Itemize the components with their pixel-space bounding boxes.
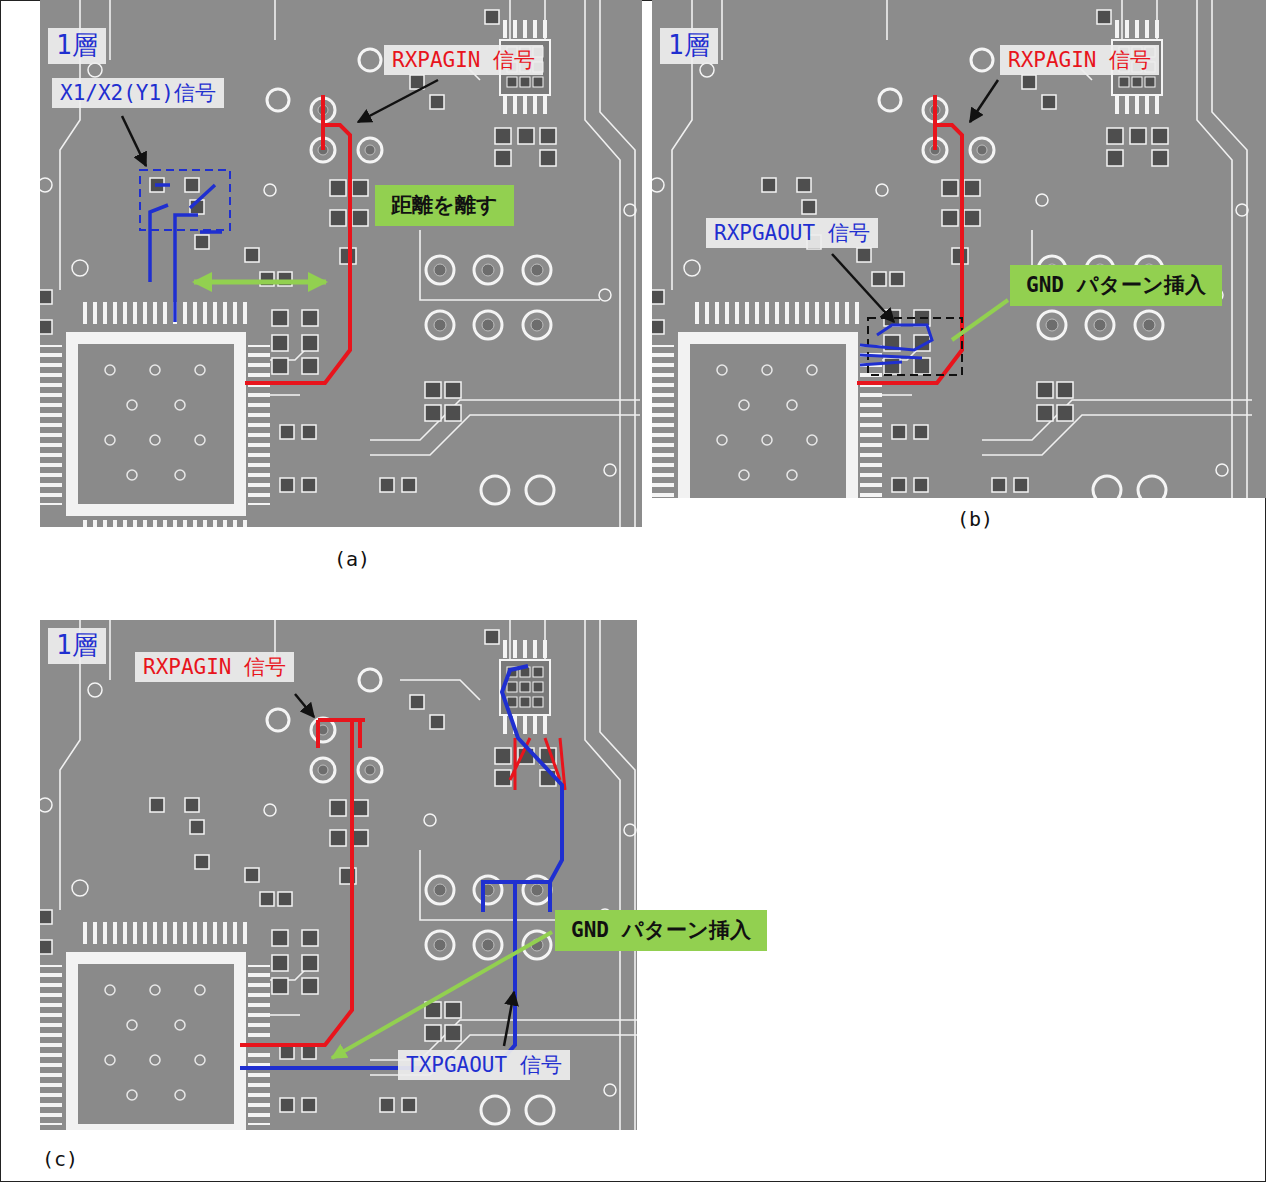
signal-name: RXPAGIN 信号 bbox=[1000, 45, 1159, 75]
callout-box: 距離を離す bbox=[375, 185, 514, 226]
leader-arrow bbox=[504, 992, 514, 1046]
leader-line bbox=[332, 932, 552, 1058]
layer-label: 1層 bbox=[48, 628, 106, 664]
pcb-board bbox=[40, 0, 642, 527]
callout-text: GND パターン挿入 bbox=[571, 918, 751, 942]
leader-arrow bbox=[122, 116, 146, 166]
signal-name: RXPAGIN 信号 bbox=[135, 652, 294, 682]
panel-b bbox=[650, 0, 1266, 542]
callout-text: 距離を離す bbox=[391, 193, 498, 217]
rxpgaout-trace bbox=[860, 325, 932, 365]
callout-box: GND パターン挿入 bbox=[1010, 265, 1222, 306]
callout-text: GND パターン挿入 bbox=[1026, 273, 1206, 297]
figure-caption: (c) bbox=[42, 1148, 78, 1171]
layer-label: 1層 bbox=[48, 28, 106, 64]
layer-label: 1層 bbox=[660, 28, 718, 64]
distance-arrow bbox=[194, 280, 326, 285]
leader-line bbox=[952, 300, 1008, 340]
callout-box: GND パターン挿入 bbox=[555, 910, 767, 951]
leader-arrow bbox=[970, 80, 998, 122]
pcb-board bbox=[40, 620, 637, 1130]
signal-name: RXPGAOUT 信号 bbox=[706, 218, 878, 248]
figure-caption: (a) bbox=[334, 548, 370, 571]
x1x2-trace bbox=[150, 185, 222, 322]
pcb-board bbox=[652, 0, 1266, 498]
pcb-shape bbox=[40, 0, 642, 527]
rxpagin-trace bbox=[240, 720, 365, 1045]
figure-caption: (b) bbox=[957, 508, 993, 531]
rxpagin-trace bbox=[245, 95, 350, 383]
signal-name: TXPGAOUT 信号 bbox=[398, 1050, 570, 1080]
signal-name: X1/X2(Y1)信号 bbox=[52, 78, 224, 108]
pcb-shape bbox=[40, 620, 637, 1130]
dashed-frame bbox=[140, 170, 230, 230]
leader-arrow bbox=[358, 80, 438, 122]
panel-a bbox=[38, 0, 680, 542]
pcb-shape bbox=[652, 0, 1266, 498]
txpgaout-trace bbox=[240, 666, 562, 1068]
leader-arrow bbox=[295, 694, 314, 717]
panel-c bbox=[38, 620, 680, 1162]
leader-arrow bbox=[832, 254, 894, 322]
signal-name: RXPAGIN 信号 bbox=[384, 45, 543, 75]
